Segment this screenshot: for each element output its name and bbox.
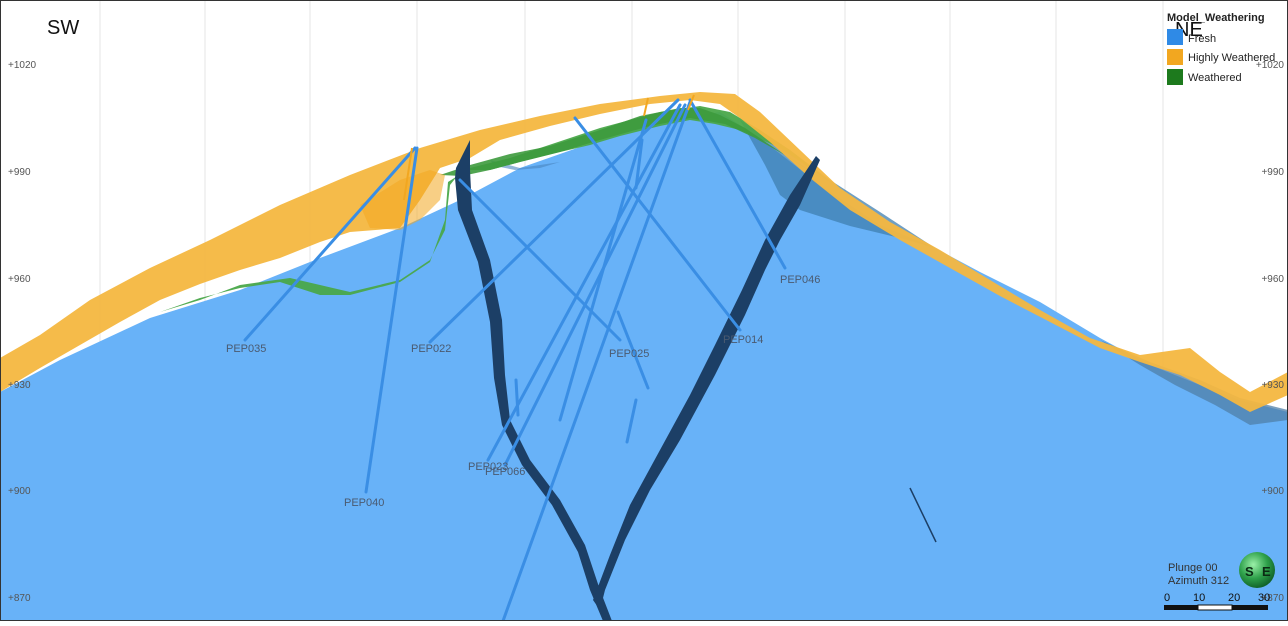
drillhole-label-pep046[interactable]: PEP046 [780, 274, 820, 286]
elevation-label: +870 [1261, 593, 1284, 604]
elevation-label: +990 [1261, 167, 1284, 178]
drillhole-label-pep066[interactable]: PEP066 [485, 466, 525, 478]
direction-label-sw: SW [47, 17, 79, 39]
drillhole-deep-trace-2[interactable] [558, 118, 648, 422]
drillhole-segment [514, 378, 520, 417]
scale-tick-label: 20 [1228, 592, 1240, 604]
legend-swatch-highly-weathered [1167, 49, 1183, 65]
drillholes-layer [243, 98, 787, 623]
legend-swatch-weathered [1167, 69, 1183, 85]
collar-marks [403, 94, 695, 201]
elevation-label: +990 [8, 167, 31, 178]
drillhole-segment [634, 138, 644, 190]
fault-east [593, 156, 820, 610]
weathered-zone-upper [440, 108, 825, 180]
elevation-labels-right: +1020 +990 +960 +930 +900 +870 [1256, 60, 1285, 604]
drillhole-label-pep025[interactable]: PEP025 [609, 348, 649, 360]
legend-swatch-fresh [1167, 29, 1183, 45]
compass-globe-icon[interactable]: S E [1239, 552, 1275, 588]
highly-weathered-pocket [360, 170, 445, 230]
drillhole-labels: PEP035 PEP022 PEP025 PEP014 PEP046 PEP04… [226, 274, 820, 509]
drillhole-label-pep023[interactable]: PEP023 [468, 461, 508, 473]
scale-tick-label: 10 [1193, 592, 1205, 604]
highly-weathered-zone [0, 92, 1288, 412]
elevation-label: +930 [1261, 380, 1284, 391]
legend-label-highly-weathered: Highly Weathered [1188, 52, 1275, 64]
elevation-label: +870 [8, 593, 31, 604]
drillhole-label-pep022[interactable]: PEP022 [411, 343, 451, 355]
scale-tick-label: 0 [1164, 592, 1170, 604]
compass-s-label: S [1245, 564, 1254, 579]
legend: Model_Weathering Fresh Highly Weathered … [1167, 12, 1275, 85]
elevation-label: +1020 [8, 60, 37, 71]
drillhole-deep-trace[interactable] [501, 100, 692, 623]
elevation-label: +900 [8, 486, 31, 497]
legend-label-fresh: Fresh [1188, 33, 1216, 45]
weathered-shadow-center [490, 160, 560, 170]
legend-label-weathered: Weathered [1188, 72, 1242, 84]
drillhole-pep022-trace[interactable] [428, 98, 680, 344]
drillhole-pep035-trace[interactable] [243, 146, 417, 342]
elevation-label: +960 [1261, 274, 1284, 285]
legend-title: Model_Weathering [1167, 12, 1265, 24]
drillhole-segment [625, 398, 638, 444]
drillhole-pep046-trace[interactable] [688, 98, 787, 270]
fresh-zone [0, 112, 1288, 621]
drillhole-pep023-trace[interactable] [486, 103, 682, 462]
elevation-label: +930 [8, 380, 31, 391]
drillhole-segment-east [909, 487, 937, 543]
drillhole-pep040-trace[interactable] [364, 146, 419, 494]
elevation-labels-left: +1020 +990 +960 +930 +900 +870 [8, 60, 37, 604]
drillhole-pep014-trace[interactable] [573, 116, 742, 332]
drillhole-label-pep035[interactable]: PEP035 [226, 343, 266, 355]
fault-west [455, 140, 612, 621]
azimuth-readout: Azimuth 312 [1168, 575, 1229, 587]
elevation-label: +900 [1261, 486, 1284, 497]
plunge-readout: Plunge 00 [1168, 562, 1218, 574]
compass-e-label: E [1262, 564, 1271, 579]
drillhole-segment [616, 310, 650, 390]
drillhole-pep066-trace[interactable] [503, 103, 687, 467]
drillhole-label-pep040[interactable]: PEP040 [344, 497, 384, 509]
drillhole-pep025-trace[interactable] [458, 178, 622, 342]
scale-tick-label: 30 [1258, 592, 1270, 604]
scale-bar: 0 10 20 30 [1164, 592, 1270, 611]
drillhole-label-pep014[interactable]: PEP014 [723, 334, 763, 346]
elevation-label: +1020 [1256, 60, 1285, 71]
elevation-label: +960 [8, 274, 31, 285]
